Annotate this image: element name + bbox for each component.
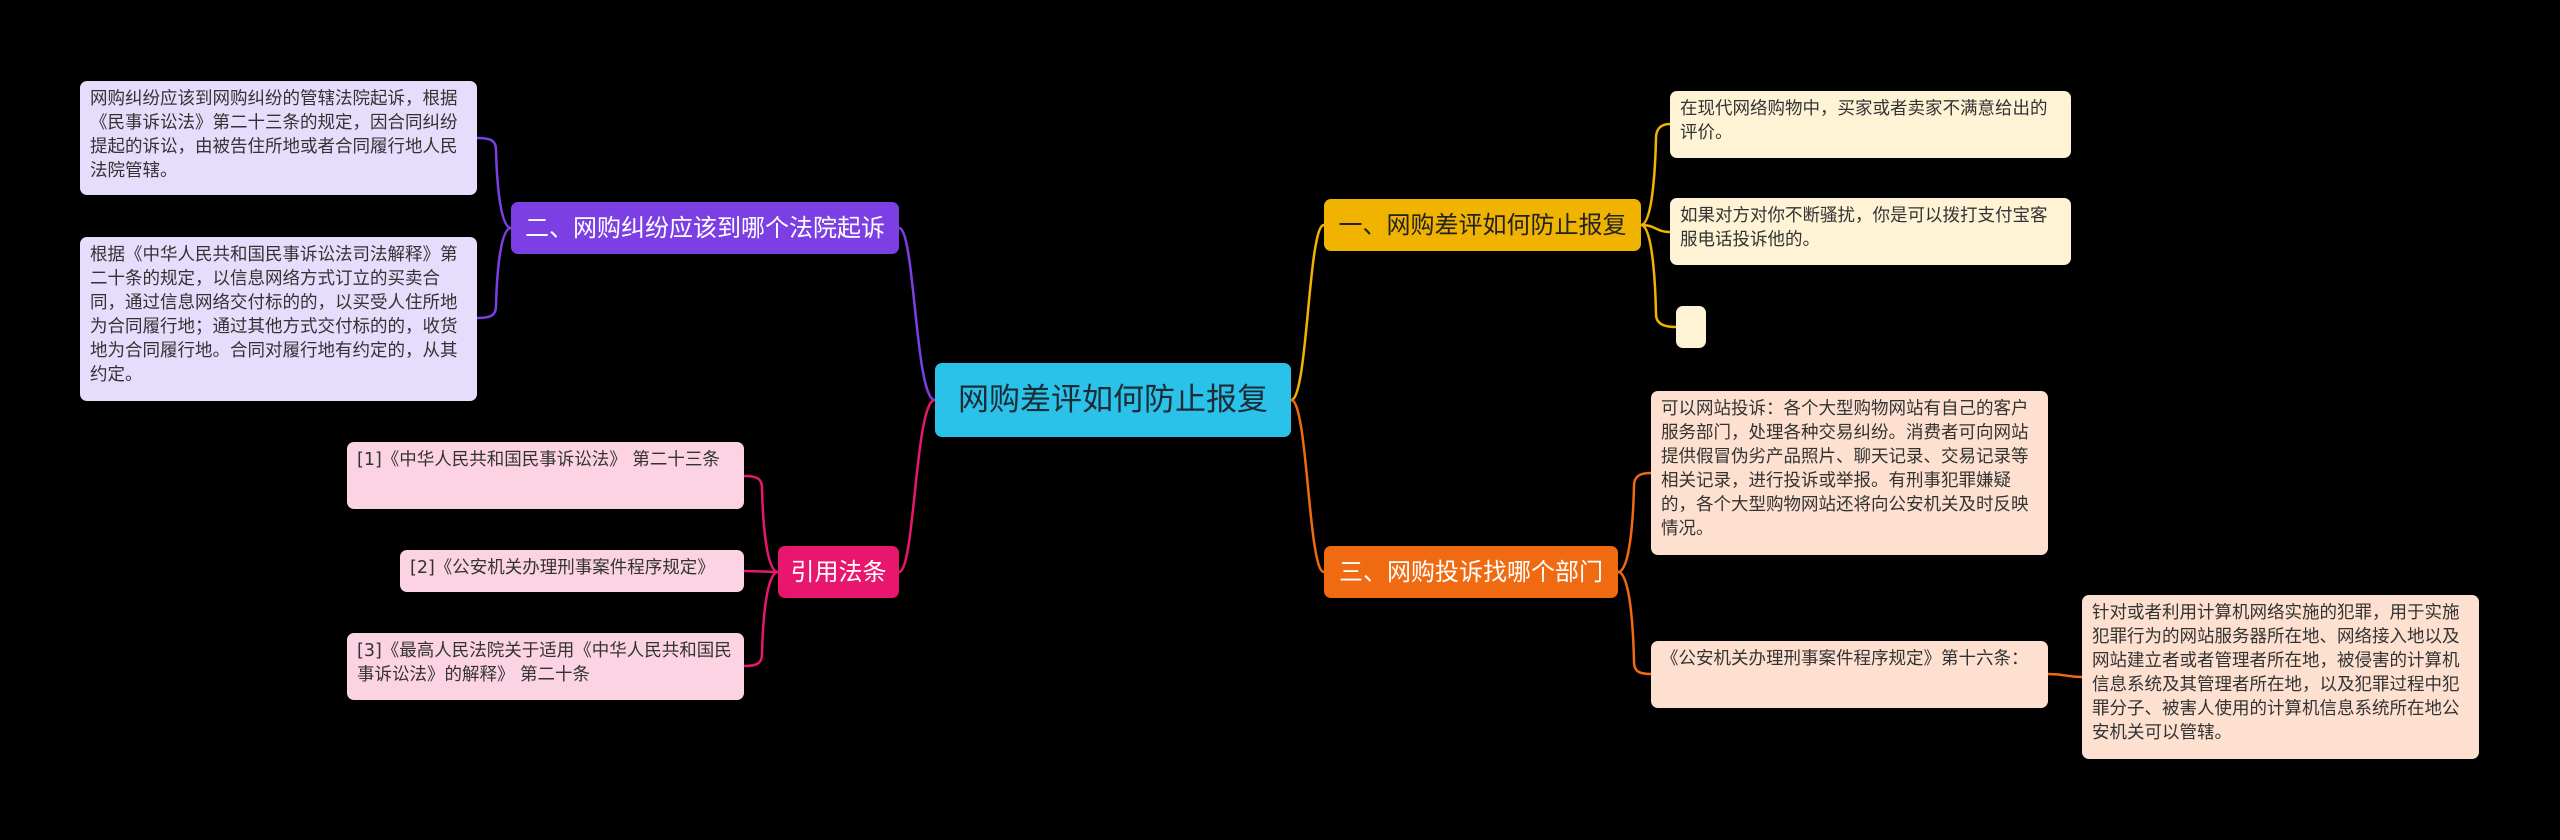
link-center-complain: [1289, 398, 1326, 574]
leaf-complaint-detail[interactable]: 针对或者利用计算机网络实施的犯罪，用于实施犯罪行为的网站服务器所在地、网络接入地…: [2082, 595, 2479, 759]
leaf-complaint-2[interactable]: 《公安机关办理刑事案件程序规定》第十六条：: [1651, 641, 2048, 708]
link-refs-1: [742, 474, 780, 574]
leaf-cited-law-2[interactable]: [2]《公安机关办理刑事案件程序规定》: [400, 550, 744, 592]
leaf-prevent-2[interactable]: 如果对方对你不断骚扰，你是可以拨打支付宝客服电话投诉他的。: [1670, 198, 2071, 265]
link-court-1: [475, 136, 513, 230]
leaf-complaint-1[interactable]: 可以网站投诉：各个大型购物网站有自己的客户服务部门，处理各种交易纠纷。消费者可向…: [1651, 391, 2048, 555]
link-prevent-3: [1639, 223, 1678, 329]
link-complain-2: [1616, 570, 1653, 676]
link-center-court: [897, 226, 937, 402]
link-court-2: [475, 226, 513, 320]
link-center-refs: [897, 398, 937, 574]
link-prevent-1: [1639, 122, 1672, 227]
leaf-cited-law-3[interactable]: [3]《最高人民法院关于适用《中华人民共和国民事诉讼法》的解释》 第二十条: [347, 633, 744, 700]
branch-court-jurisdiction[interactable]: 二、网购纠纷应该到哪个法院起诉: [511, 202, 899, 254]
link-refs-3: [742, 570, 780, 668]
leaf-court-2[interactable]: 根据《中华人民共和国民事诉讼法司法解释》第二十条的规定，以信息网络方式订立的买卖…: [80, 237, 477, 401]
central-topic[interactable]: 网购差评如何防止报复: [935, 363, 1291, 437]
link-complain-detail: [2046, 672, 2084, 679]
leaf-prevent-empty[interactable]: [1676, 306, 1706, 348]
link-center-prevent: [1289, 223, 1326, 402]
branch-prevent-retaliation[interactable]: 一、网购差评如何防止报复: [1324, 199, 1641, 251]
link-complain-1: [1616, 471, 1653, 574]
branch-complaint-department[interactable]: 三、网购投诉找哪个部门: [1324, 546, 1618, 598]
leaf-prevent-1[interactable]: 在现代网络购物中，买家或者卖家不满意给出的评价。: [1670, 91, 2071, 158]
leaf-cited-law-1[interactable]: [1]《中华人民共和国民事诉讼法》 第二十三条: [347, 442, 744, 509]
leaf-court-1[interactable]: 网购纠纷应该到网购纠纷的管辖法院起诉，根据《民事诉讼法》第二十三条的规定，因合同…: [80, 81, 477, 195]
link-refs-2: [742, 569, 780, 574]
branch-cited-laws[interactable]: 引用法条: [778, 546, 899, 598]
